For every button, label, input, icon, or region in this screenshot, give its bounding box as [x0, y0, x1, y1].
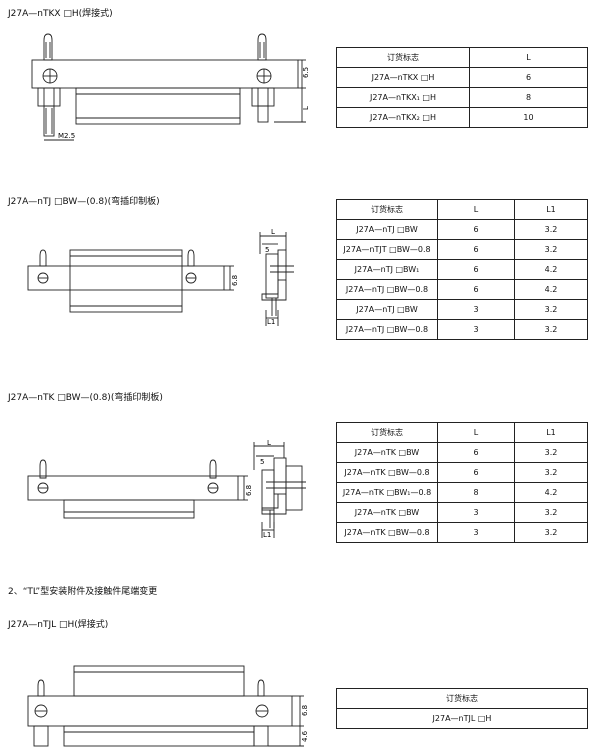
- dim-6-8: 6.8: [245, 485, 253, 496]
- cell-order-code: J27A—nTJT □BW—0.8: [336, 239, 438, 260]
- dim-L: L: [271, 228, 275, 236]
- drawing-tjl-solder: 6.8 4.6: [27, 665, 309, 747]
- header-L: L: [437, 199, 515, 220]
- header-order-code: 订货标志: [336, 199, 438, 220]
- section4-title: J27A—nTJL □H(焊接式): [8, 620, 109, 630]
- cell-order-code: J27A—nTJ □BW₁: [336, 259, 438, 280]
- dim-5: 5: [265, 246, 269, 254]
- cell-L1: 3.2: [514, 442, 588, 463]
- header-order-code: 订货标志: [336, 47, 470, 68]
- cell-L1: 3.2: [514, 502, 588, 523]
- dim-L1: L1: [263, 531, 271, 539]
- dim-L1: L1: [267, 318, 275, 326]
- dim-L: L: [267, 440, 271, 447]
- cell-L1: 3.2: [514, 319, 588, 340]
- cell-L: 3: [437, 319, 515, 340]
- cell-order-code: J27A—nTKX₁ □H: [336, 87, 470, 108]
- dim-6-5: 6.5: [302, 67, 310, 78]
- cell-order-code: J27A—nTJ □BW—0.8: [336, 319, 438, 340]
- table-header-row: 订货标志 L L1: [336, 199, 588, 220]
- cell-L: 8: [437, 482, 515, 503]
- cell-order-code: J27A—nTJ □BW: [336, 219, 438, 240]
- cell-order-code: J27A—nTK □BW: [336, 442, 438, 463]
- table-row: J27A—nTKX □H 6: [336, 67, 588, 88]
- header-L1: L1: [514, 199, 588, 220]
- cell-order-code: J27A—nTK □BW—0.8: [336, 462, 438, 483]
- cell-L: 3: [437, 522, 515, 543]
- cell-L: 10: [469, 107, 588, 128]
- cell-order-code: J27A—nTK □BW: [336, 502, 438, 523]
- table-tjl: 订货标志 J27A—nTJL □H: [336, 688, 588, 729]
- section-heading-tl: 2、“TL”型安装附件及接触件尾端变更: [8, 587, 158, 597]
- cell-order-code: J27A—nTJ □BW—0.8: [336, 279, 438, 300]
- drawing-tk-bent-pcb: 6.8 L 5 L1: [27, 440, 306, 539]
- cell-order-code: J27A—nTKX □H: [336, 67, 470, 88]
- header-L1: L1: [514, 422, 588, 443]
- table-row: J27A—nTKX₁ □H 8: [336, 87, 588, 108]
- dim-L: L: [302, 106, 310, 110]
- cell-L1: 3.2: [514, 219, 588, 240]
- cell-L1: 4.2: [514, 279, 588, 300]
- cell-order-code: J27A—nTKX₂ □H: [336, 107, 470, 128]
- cell-order-code: J27A—nTJL □H: [336, 708, 588, 729]
- cell-L: 8: [469, 87, 588, 108]
- table-row: J27A—nTJL □H: [336, 708, 588, 729]
- cell-L: 6: [469, 67, 588, 88]
- cell-L: 6: [437, 239, 515, 260]
- cell-L: 6: [437, 219, 515, 240]
- cell-L1: 3.2: [514, 462, 588, 483]
- cell-L1: 3.2: [514, 239, 588, 260]
- cell-L: 6: [437, 279, 515, 300]
- dim-5: 5: [260, 458, 264, 466]
- table-header-row: 订货标志 L: [336, 47, 588, 68]
- cell-L1: 3.2: [514, 299, 588, 320]
- table-header-row: 订货标志: [336, 688, 588, 709]
- cell-L1: 4.2: [514, 482, 588, 503]
- cell-L: 6: [437, 462, 515, 483]
- cell-L: 3: [437, 502, 515, 523]
- header-L: L: [469, 47, 588, 68]
- cell-L1: 4.2: [514, 259, 588, 280]
- table-tkx: 订货标志 L J27A—nTKX □H 6 J27A—nTKX₁ □H 8 J2…: [336, 47, 588, 128]
- cell-L: 6: [437, 442, 515, 463]
- drawing-tj-bent-pcb: 6.8 L 5 L1: [27, 228, 294, 326]
- header-L: L: [437, 422, 515, 443]
- cell-order-code: J27A—nTJ □BW: [336, 299, 438, 320]
- dim-6-8: 6.8: [231, 275, 239, 286]
- section3-title: J27A—nTK □BW—(0.8)(弯插印制板): [8, 393, 163, 403]
- cell-order-code: J27A—nTK □BW—0.8: [336, 522, 438, 543]
- cell-L: 3: [437, 299, 515, 320]
- cell-order-code: J27A—nTK □BW₁—0.8: [336, 482, 438, 503]
- dim-4-6: 4.6: [301, 730, 309, 742]
- drawing-tkx-solder: 6.5 L M2.5: [31, 33, 310, 141]
- section1-title: J27A—nTKX □H(焊接式): [8, 9, 113, 19]
- header-order-code: 订货标志: [336, 422, 438, 443]
- dim-m2-5: M2.5: [58, 132, 75, 140]
- dim-6-8: 6.8: [301, 705, 309, 716]
- table-row: J27A—nTKX₂ □H 10: [336, 107, 588, 128]
- cell-L1: 3.2: [514, 522, 588, 543]
- table-header-row: 订货标志 L L1: [336, 422, 588, 443]
- section2-title: J27A—nTJ □BW—(0.8)(弯插印制板): [8, 197, 160, 207]
- header-order-code: 订货标志: [336, 688, 588, 709]
- cell-L: 6: [437, 259, 515, 280]
